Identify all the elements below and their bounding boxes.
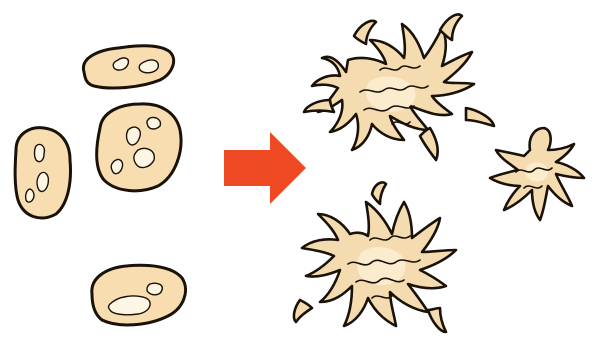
activated-cell (294, 182, 456, 332)
cell-spike (294, 300, 312, 322)
cell-spike (304, 100, 334, 112)
cell-body (97, 104, 181, 191)
cell-spike (428, 308, 446, 332)
cell-spike (420, 128, 438, 160)
cell-highlight (35, 144, 45, 161)
resting-cell (83, 46, 173, 88)
cell-highlight (134, 148, 154, 167)
resting-cell (92, 265, 186, 325)
cell-body (92, 265, 186, 325)
cell-spike (466, 108, 494, 126)
cell-spike (372, 182, 386, 204)
activated-cell (490, 128, 584, 220)
activated-cell (304, 15, 494, 160)
resting-cell (15, 128, 70, 218)
activated-cells-group (294, 15, 584, 332)
arrow-right-icon (224, 132, 306, 204)
cell-highlight (37, 172, 48, 191)
cell-highlight (147, 283, 162, 295)
cell-highlight (26, 189, 34, 202)
cell-highlight (111, 159, 122, 173)
cell-highlight (147, 117, 160, 129)
cell-body (83, 46, 173, 88)
resting-cells-group (15, 46, 185, 325)
resting-cell (97, 104, 181, 191)
